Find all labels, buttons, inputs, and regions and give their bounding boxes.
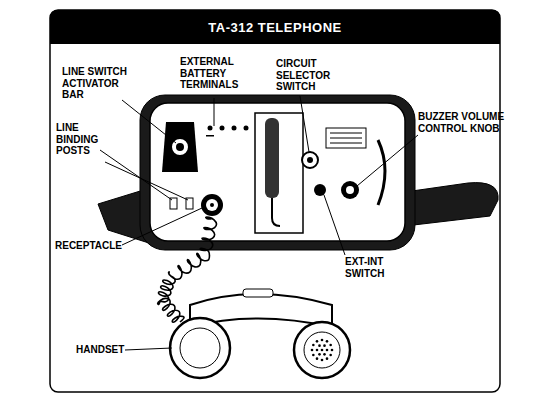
line-switch-bar-part bbox=[176, 143, 184, 151]
panel-controls-part bbox=[307, 157, 313, 163]
panel-controls-part bbox=[346, 186, 354, 194]
leader-lines-part bbox=[214, 98, 215, 126]
battery-terminals-part bbox=[232, 126, 237, 131]
panel-controls-part bbox=[326, 128, 366, 148]
handset-drawing-part bbox=[311, 339, 334, 362]
mouthpiece-hole bbox=[326, 357, 329, 360]
leader-lines-part bbox=[300, 96, 309, 152]
leader-lines-part bbox=[122, 100, 176, 143]
mouthpiece-hole bbox=[326, 340, 329, 343]
part-label: CIRCUIT SELECTOR SWITCH bbox=[276, 58, 334, 93]
mouthpiece-hole bbox=[321, 349, 324, 352]
leader-lines-part bbox=[357, 135, 418, 186]
mouthpiece-hole bbox=[318, 353, 321, 356]
battery-terminals-part bbox=[206, 135, 214, 137]
mouthpiece-hole bbox=[312, 354, 315, 357]
panel-controls-part bbox=[330, 133, 362, 143]
title: TA-312 TELEPHONE bbox=[50, 10, 500, 44]
leather-case-part bbox=[405, 183, 498, 226]
leader-lines-part bbox=[105, 162, 188, 200]
part-label: LINE SWITCH ACTIVATOR BAR bbox=[62, 66, 134, 101]
panel-controls-part bbox=[302, 152, 318, 168]
panel-controls-part bbox=[378, 140, 385, 205]
receptacle-part bbox=[210, 203, 214, 207]
handset-drawing-part bbox=[180, 328, 220, 368]
part-label: EXT-INT SWITCH bbox=[345, 256, 397, 279]
handset-cradle-part bbox=[265, 118, 279, 198]
leader-lines-part bbox=[100, 150, 172, 200]
mouthpiece-hole bbox=[316, 349, 319, 352]
mouthpiece-hole bbox=[321, 359, 324, 362]
receptacle-part bbox=[201, 194, 223, 216]
part-label: BUZZER VOLUME CONTROL KNOB bbox=[418, 111, 510, 134]
mouthpiece-hole bbox=[312, 344, 315, 347]
part-label: HANDSET bbox=[76, 344, 136, 356]
mouthpiece-hole bbox=[316, 340, 319, 343]
panel-controls bbox=[302, 128, 385, 205]
handset-drawing-part bbox=[294, 322, 350, 378]
mouthpiece-hole bbox=[323, 353, 326, 356]
leader-lines-part bbox=[125, 348, 172, 350]
mouthpiece-hole bbox=[326, 349, 329, 352]
line-switch-bar bbox=[162, 122, 198, 172]
receptacle bbox=[201, 194, 223, 216]
part-label: LINE BINDING POSTS bbox=[56, 122, 106, 157]
panel-controls-part bbox=[341, 181, 359, 199]
frame bbox=[50, 10, 500, 392]
handset-drawing bbox=[170, 289, 350, 378]
leader-lines-part bbox=[122, 208, 202, 245]
mouthpiece-hole bbox=[316, 357, 319, 360]
handset-cradle-part bbox=[255, 113, 303, 233]
leather-case-part bbox=[150, 103, 405, 241]
leader-lines bbox=[100, 96, 418, 350]
battery-terminals-part bbox=[220, 126, 225, 131]
part-label: EXTERNAL BATTERY TERMINALS bbox=[180, 56, 244, 91]
handset-drawing-part bbox=[243, 289, 273, 297]
handset-drawing-part bbox=[304, 332, 340, 368]
battery-terminals-part bbox=[208, 126, 213, 131]
battery-terminals bbox=[206, 126, 249, 137]
frame-part bbox=[50, 10, 500, 392]
handset-drawing-part bbox=[170, 318, 230, 378]
leader-lines-part bbox=[324, 195, 345, 255]
mouthpiece-hole bbox=[318, 344, 321, 347]
mouthpiece-hole bbox=[329, 354, 332, 357]
mouthpiece-hole bbox=[311, 349, 314, 352]
binding-posts bbox=[170, 198, 193, 209]
part-label: RECEPTACLE bbox=[55, 240, 135, 252]
handset-cradle bbox=[255, 113, 303, 233]
mouthpiece-hole bbox=[329, 344, 332, 347]
battery-terminals-part bbox=[244, 126, 249, 131]
mouthpiece-hole bbox=[331, 349, 334, 352]
mouthpiece-hole bbox=[323, 344, 326, 347]
line-switch-bar-part bbox=[162, 122, 198, 172]
receptacle-part bbox=[206, 199, 218, 211]
frame-part bbox=[50, 10, 500, 44]
handset-cradle-part bbox=[272, 198, 280, 226]
mouthpiece-hole bbox=[321, 339, 324, 342]
panel-controls-part bbox=[314, 184, 326, 196]
